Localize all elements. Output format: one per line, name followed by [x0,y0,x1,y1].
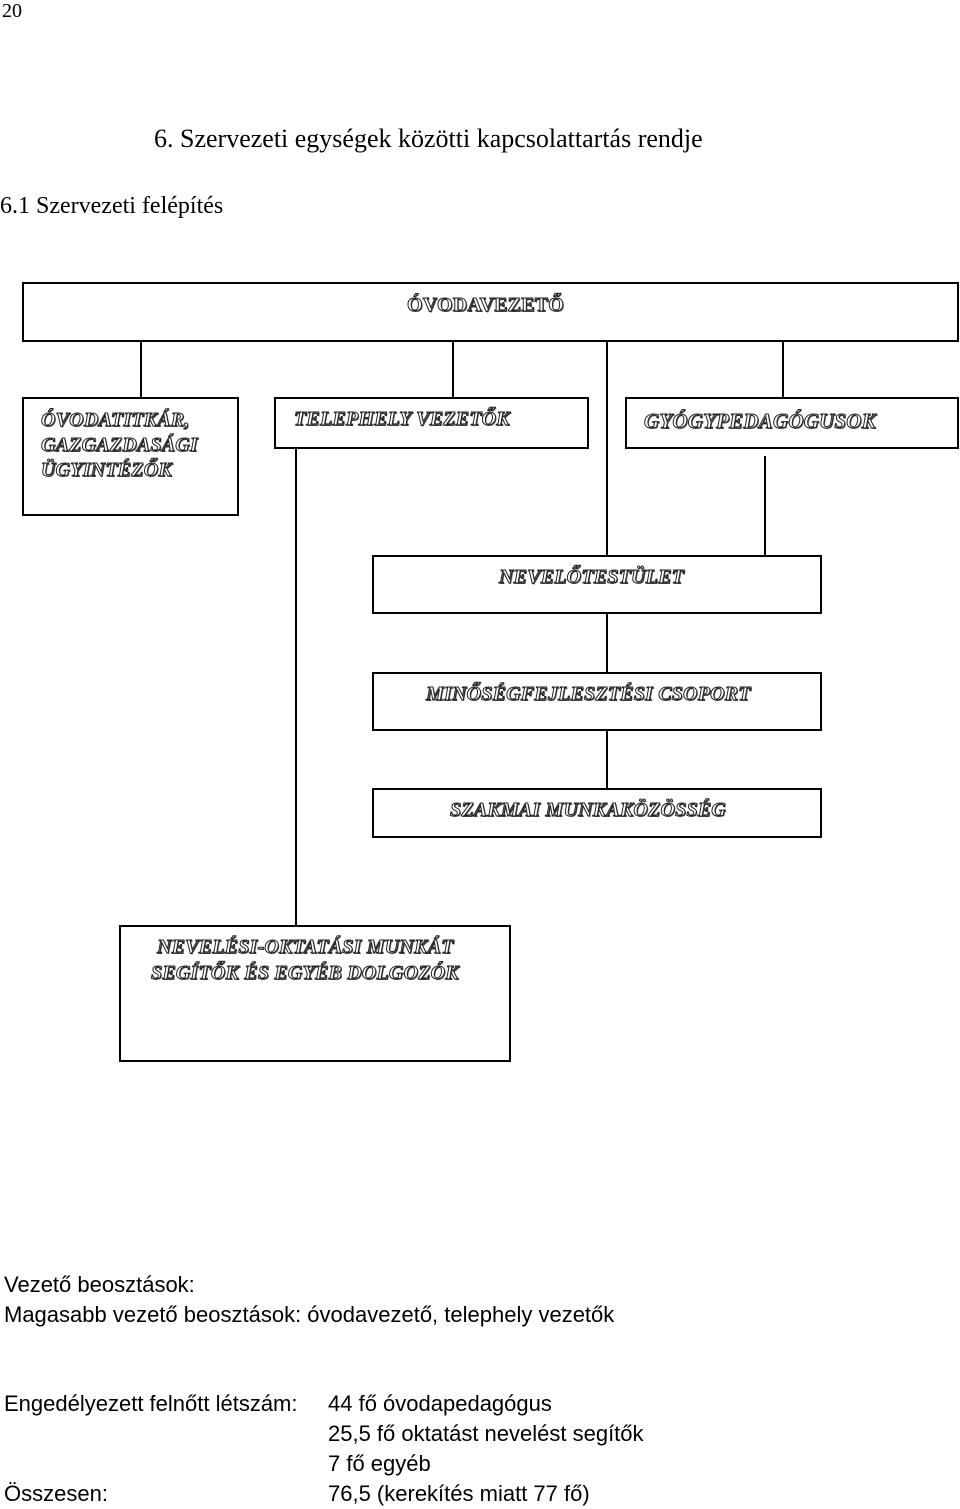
head-box: ÓVODAVEZETŐ [22,282,959,342]
site-leaders-label: TELEPHELY VEZETŐK [294,408,511,431]
admin-label-line-3: ÜGYINTÉZŐK [41,459,173,482]
leadership-heading: Vezető beosztások: [4,1272,195,1297]
teaching-staff-label: NEVELŐTESTÜLET [498,566,685,589]
total-label: Összesen: [4,1481,108,1506]
page-number: 20 [2,0,22,22]
quality-group-box: MINŐSÉGFEJLESZTÉSI CSOPORT [372,672,822,731]
org-chart-connectors [140,341,784,926]
subsection-title: 6.1 Szervezeti felépítés [0,193,224,219]
special-educators-label: GYÓGYPEDAGÓGUSOK [644,409,877,434]
support-staff-label-line-2: SEGÍTŐK ÉS EGYÉB DOLGOZÓK [151,962,460,985]
support-staff-label-line-1: NEVELÉSI-OKTATÁSI MUNKÁT [157,936,454,959]
professional-community-label: SZAKMAI MUNKAKÖZÖSSÉG [450,799,727,822]
admin-box: ÓVODATITKÁR, GAZGAZDASÁGI ÜGYINTÉZŐK [22,397,239,516]
senior-leadership-line: Magasabb vezető beosztások: óvodavezető,… [4,1302,615,1327]
special-educators-box: GYÓGYPEDAGÓGUSOK [625,397,959,449]
support-staff-box: NEVELÉSI-OKTATÁSI MUNKÁT SEGÍTŐK ÉS EGYÉ… [119,925,511,1062]
admin-label-line-1: ÓVODATITKÁR, [41,409,190,432]
professional-community-box: SZAKMAI MUNKAKÖZÖSSÉG [372,788,822,838]
quality-group-label: MINŐSÉGFEJLESZTÉSI CSOPORT [426,683,752,706]
headcount-line-2: 25,5 fő oktatást nevelést segítők [328,1421,644,1446]
headcount-line-3: 7 fő egyéb [328,1451,431,1476]
site-leaders-box: TELEPHELY VEZETŐK [274,397,589,449]
head-label: ÓVODAVEZETŐ [406,294,565,317]
section-title: 6. Szervezeti egységek közötti kapcsolat… [154,124,703,153]
teaching-staff-box: NEVELŐTESTÜLET [372,555,822,614]
headcount-label: Engedélyezett felnőtt létszám: [4,1391,298,1416]
admin-label-line-2: GAZGAZDASÁGI [41,434,199,457]
headcount-line-1: 44 fő óvodapedagógus [328,1391,552,1416]
total-value: 76,5 (kerekítés miatt 77 fő) [328,1481,590,1506]
